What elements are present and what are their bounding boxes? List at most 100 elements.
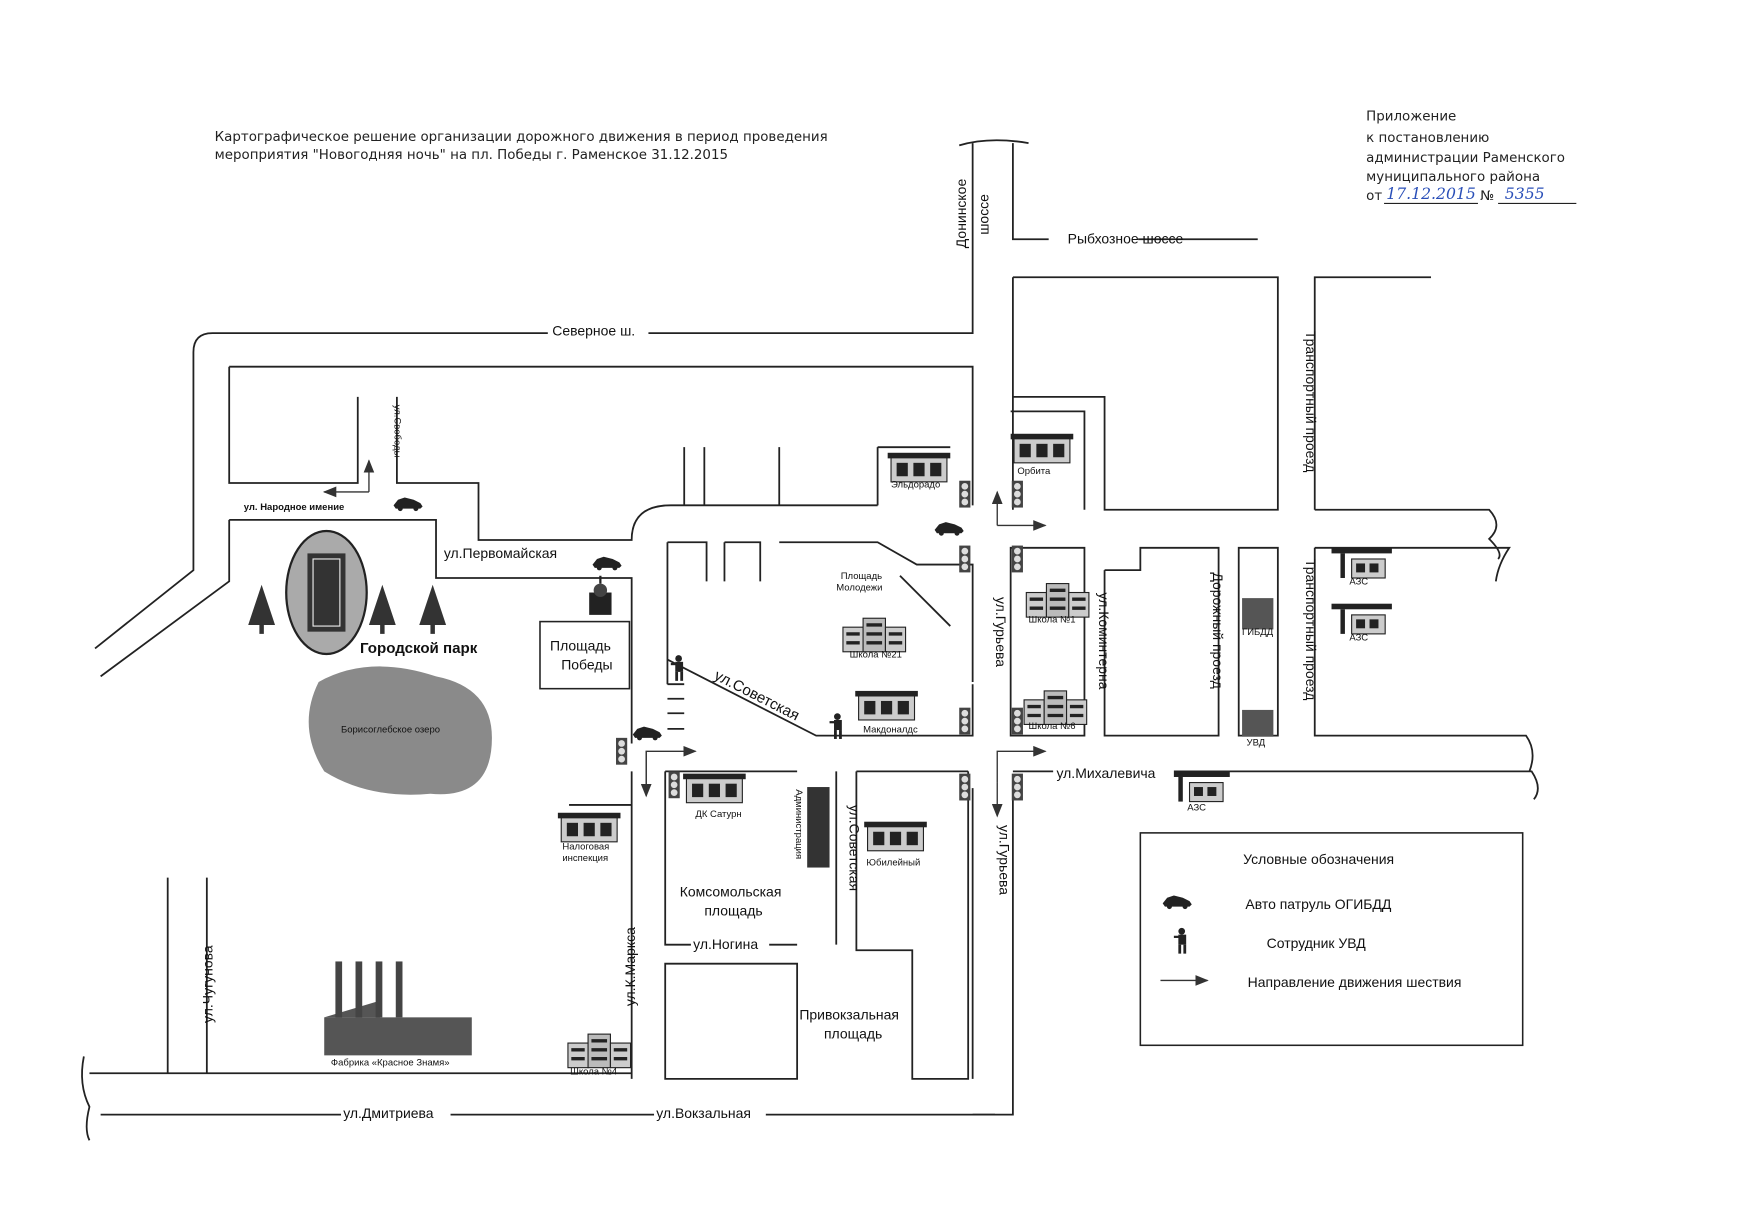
traffic-light-icon: [1011, 480, 1023, 508]
road-network: [81, 139, 1539, 1141]
factory-icon: [324, 961, 472, 1056]
police-car-icon: [393, 497, 423, 512]
azs3-label: АЗС: [1187, 803, 1206, 814]
traffic-light-icon: [959, 480, 971, 508]
school21-label: Школа №21: [850, 649, 902, 660]
appendix-line2: к постановлению: [1366, 131, 1489, 146]
school-icon: [566, 1032, 633, 1070]
ploshchad-pobedy-label: Площадь: [550, 638, 611, 654]
school6-label: Школа №6: [1029, 721, 1076, 732]
street-nogina: ул.Ногина: [693, 936, 758, 952]
appendix-line4: муниципального района: [1366, 170, 1540, 185]
street-mikhalevicha: ул.Михалевича: [1056, 765, 1155, 781]
legend-item-officer: Сотрудник УВД: [1267, 935, 1367, 951]
tree-icon: [368, 584, 396, 634]
church-icon: [589, 575, 612, 615]
street-dorozhny: Дорожный проезд: [1210, 572, 1226, 688]
traffic-light-icon: [959, 545, 971, 573]
tax-label: Налоговая: [562, 842, 609, 853]
street-narodnoe: ул. Народное имение: [244, 502, 345, 513]
street-doninskoe: Донинское: [953, 179, 969, 249]
school1-label: Школа №1: [1029, 615, 1076, 626]
komsomolskaya-label-2: площадь: [704, 903, 762, 919]
street-transport-1: Транспортный проезд: [1303, 331, 1319, 472]
street-transport-2: Транспортный проезд: [1303, 559, 1319, 700]
street-severnoe: Северное ш.: [552, 322, 635, 338]
street-sovetskaya: ул.Советская: [711, 667, 802, 724]
street-vokzalnaya: ул.Вокзальная: [656, 1105, 751, 1121]
ploshchad-pobedy-label-2: Победы: [561, 657, 612, 673]
appendix-from-label: от: [1366, 189, 1382, 204]
map-title-line2: мероприятия "Новогодняя ночь" на пл. Поб…: [215, 147, 728, 163]
factory-label: Фабрика «Красное Знамя»: [331, 1057, 450, 1068]
ploshchad-molodezhi-label-2: Молодежи: [836, 582, 882, 593]
uvd-label: УВД: [1247, 738, 1266, 749]
street-chugunova: ул.Чугунова: [199, 945, 215, 1023]
school4-label: Школа №4: [570, 1066, 617, 1077]
police-car-icon: [632, 726, 662, 741]
school-icon: [1024, 581, 1091, 619]
police-car-icon: [592, 556, 622, 571]
school-icon: [1022, 689, 1089, 727]
eldorado-label: Эльдорадо: [891, 479, 940, 490]
procession-arrows: [322, 459, 1047, 818]
mcdonalds-label: Макдоналдс: [863, 724, 918, 735]
traffic-light-icon: [959, 773, 971, 801]
azs1-label: АЗС: [1349, 577, 1368, 588]
street-kmarksa: ул.К.Маркса: [622, 927, 638, 1006]
lake-label: Борисоглебское озеро: [341, 724, 440, 735]
street-kominterna: ул.Коминтерна: [1096, 593, 1112, 690]
privokzalnaya-label-2: площадь: [824, 1026, 882, 1042]
street-guryeva-2: ул.Гурьева: [996, 825, 1012, 895]
street-guryeva: ул.Гурьева: [993, 597, 1009, 667]
traffic-light-icon: [959, 707, 971, 735]
tree-icon: [419, 584, 447, 634]
tree-icon: [248, 584, 276, 634]
street-sovetskaya-2: ул.Советская: [847, 805, 863, 891]
traffic-light-icon: [1011, 707, 1023, 735]
building-icon: [887, 452, 951, 483]
building-icon: [863, 821, 928, 852]
appendix-no-label: №: [1480, 189, 1494, 204]
lake: [308, 666, 492, 795]
yubileyny-label: Юбилейный: [866, 857, 920, 868]
traffic-light-icon: [1011, 773, 1023, 801]
gas-station-icon: [1330, 603, 1393, 635]
ploshchad-molodezhi-label: Площадь: [841, 571, 882, 582]
traffic-light-icon: [668, 771, 680, 799]
school-icon: [841, 616, 908, 654]
building-icon: [557, 812, 622, 843]
street-rybkhoznoe: Рыбхозное шоссе: [1068, 231, 1184, 247]
building-icon: [682, 773, 747, 804]
map-title-line1: Картографическое решение организации дор…: [215, 130, 828, 145]
traffic-light-icon: [616, 737, 628, 765]
appendix-line3: администрации Раменского: [1366, 151, 1565, 166]
gibdd-label: ГИБДД: [1242, 627, 1274, 638]
orbita-label: Орбита: [1017, 466, 1051, 477]
mcdonalds-icon: [854, 690, 919, 721]
street-pervomayskaya: ул.Первомайская: [444, 545, 557, 561]
park-label: Городской парк: [360, 640, 478, 657]
street-dmitrieva: ул.Дмитриева: [343, 1105, 434, 1121]
legend: Условные обозначения Авто патруль ОГИБДД…: [1139, 832, 1524, 1047]
appendix-line1: Приложение: [1366, 110, 1456, 125]
gas-station-icon: [1330, 547, 1393, 579]
police-officer-icon: [670, 655, 684, 681]
administration-label: Администрация: [793, 789, 804, 859]
street-doninskoe-2: шоссе: [975, 194, 991, 235]
komsomolskaya-label: Комсомольская: [680, 884, 782, 900]
ds-saturn-label: ДК Сатурн: [695, 809, 741, 820]
traffic-light-icon: [1011, 545, 1023, 573]
privokzalnaya-label: Привокзальная: [799, 1007, 899, 1023]
legend-item-patrol: Авто патруль ОГИБДД: [1245, 896, 1391, 912]
building-icon: [1010, 433, 1074, 464]
azs2-label: АЗС: [1349, 633, 1368, 644]
legend-item-direction: Направление движения шествия: [1248, 974, 1462, 990]
legend-title: Условные обозначения: [1243, 851, 1394, 867]
gas-station-icon: [1168, 770, 1231, 803]
administration-icon: [807, 787, 830, 868]
police-car-icon: [934, 522, 964, 536]
tax-label-2: инспекция: [562, 853, 608, 864]
street-svobody: ул.Свободы: [392, 405, 403, 458]
